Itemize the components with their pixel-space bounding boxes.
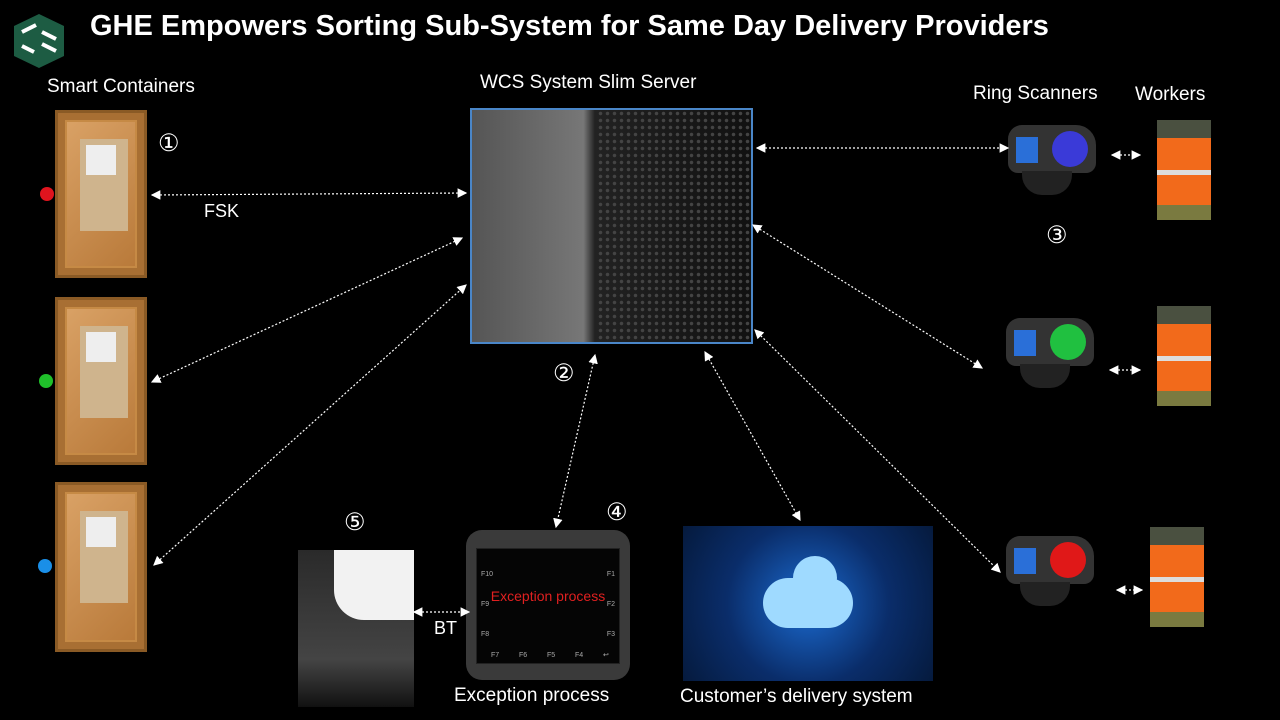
bt-label: BT: [434, 618, 458, 638]
smart-containers-label: Smart Containers: [47, 76, 195, 97]
arrow-container2-server: [150, 237, 464, 383]
worker-1: [1157, 120, 1211, 220]
fsk-label: FSK: [204, 201, 240, 221]
smart-container-1: [55, 110, 147, 278]
server-label: WCS System Slim Server: [480, 72, 697, 93]
blue-led-icon: [38, 559, 52, 573]
ring-scanners-label: Ring Scanners: [973, 83, 1098, 104]
key-f8: F8: [481, 631, 490, 638]
ring-scanner-2: [1006, 318, 1098, 390]
step-3: ③: [1046, 222, 1068, 249]
key-f2: F2: [606, 601, 615, 608]
workers-label: Workers: [1135, 84, 1206, 105]
arrow-server-handheld: [553, 353, 598, 529]
arrow-server-ring2: [751, 224, 984, 369]
step-1: ①: [158, 130, 180, 157]
arrow-server-cloud: [704, 350, 801, 522]
arrow-container1-server: [150, 188, 468, 200]
smart-container-3: [55, 482, 147, 652]
red-led-icon: [40, 187, 54, 201]
green-led-icon: [39, 374, 53, 388]
key-back: ↩: [603, 652, 609, 659]
key-f9: F9: [481, 601, 490, 608]
key-f4: F4: [575, 652, 584, 659]
customer-system-label: Customer’s delivery system: [680, 686, 913, 707]
exception-process-label: Exception process: [454, 685, 610, 706]
smart-container-2: [55, 297, 147, 465]
ring-scanner-3: [1006, 536, 1098, 608]
key-f7: F7: [491, 652, 500, 659]
worker-3: [1150, 527, 1204, 627]
wcs-server-image: [470, 108, 753, 344]
worker-2: [1157, 306, 1211, 406]
ring-scanner-1: [1008, 125, 1100, 197]
arrow-container3-server: [153, 284, 467, 566]
page-title: GHE Empowers Sorting Sub-System for Same…: [90, 10, 1049, 42]
key-f10: F10: [481, 571, 494, 578]
key-f3: F3: [606, 631, 615, 638]
handheld-screen-text: Exception process: [490, 588, 606, 604]
key-f6: F6: [519, 652, 528, 659]
arrow-server-ring3: [754, 329, 1001, 573]
key-f5: F5: [547, 652, 556, 659]
key-f1: F1: [606, 571, 615, 578]
step-4: ④: [606, 499, 628, 526]
ghe-logo: [12, 12, 66, 70]
handheld-terminal: F10 F9 F8 F1 F2 F3 F7 F6 F5 F4 ↩ Excepti…: [466, 530, 630, 680]
